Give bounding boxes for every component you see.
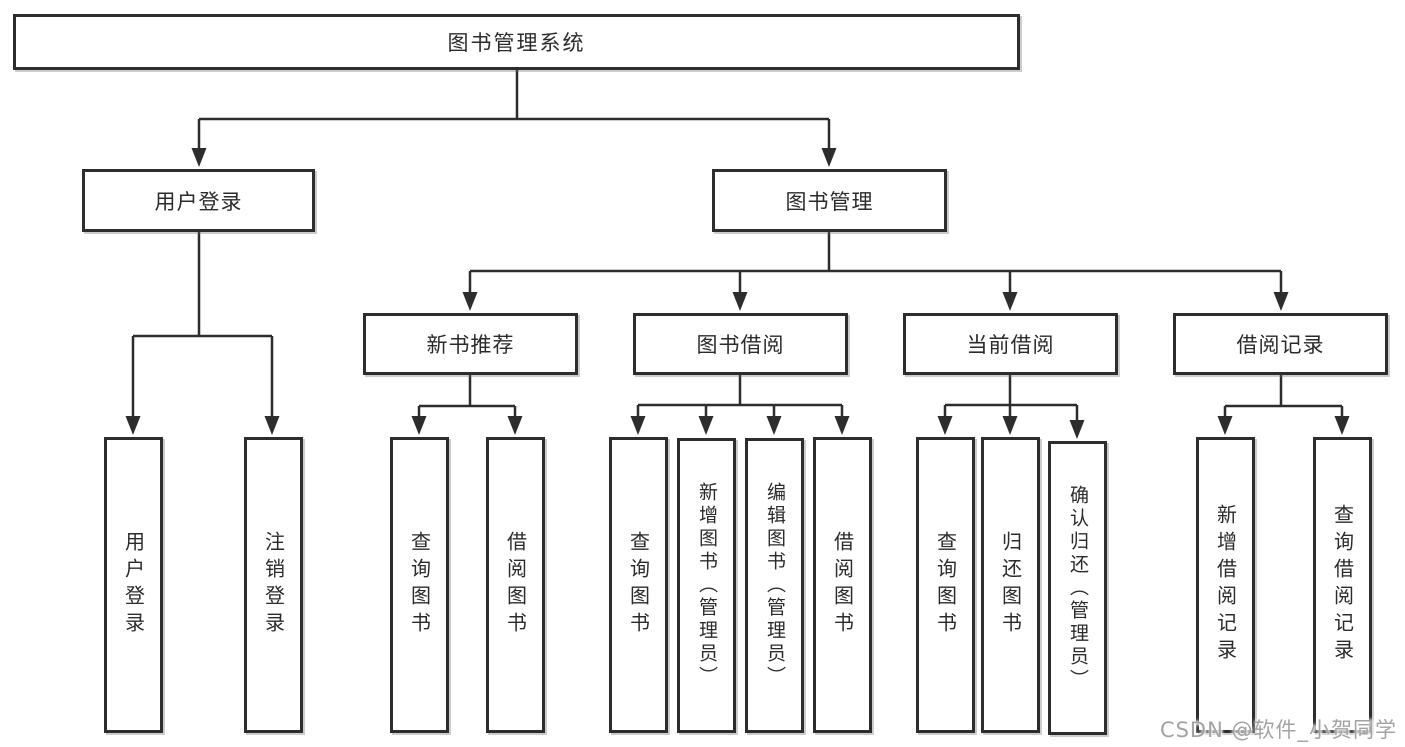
arrowhead bbox=[1217, 416, 1233, 435]
arrowhead bbox=[462, 292, 478, 311]
node-leaf-add-record: 新增借阅记录 bbox=[1196, 437, 1255, 733]
arrowhead bbox=[125, 416, 141, 435]
node-leaf-add-book: 新增图书（管理员） bbox=[677, 438, 736, 733]
arrowhead bbox=[264, 416, 280, 435]
node-leaf-rec-query-book: 查询图书 bbox=[390, 437, 449, 733]
node-leaf-borrow-query-book: 查询图书 bbox=[609, 437, 668, 733]
arrowhead bbox=[1273, 292, 1289, 311]
leaf-label: 用户登录 bbox=[121, 531, 146, 639]
node-new-book-rec: 新书推荐 bbox=[363, 313, 578, 375]
node-leaf-user-login: 用户登录 bbox=[104, 437, 163, 733]
node-leaf-query-record: 查询借阅记录 bbox=[1313, 437, 1372, 733]
leaf-label: 归还图书 bbox=[998, 531, 1023, 639]
arrowhead bbox=[732, 292, 748, 311]
arrowhead bbox=[1069, 420, 1085, 439]
leaf-label: 借阅图书 bbox=[830, 531, 855, 639]
arrowhead bbox=[766, 416, 782, 435]
leaf-label: 新增借阅记录 bbox=[1213, 504, 1238, 666]
node-leaf-current-query-book: 查询图书 bbox=[916, 437, 975, 733]
node-current-borrow: 当前借阅 bbox=[903, 313, 1118, 375]
arrowhead bbox=[507, 416, 523, 435]
node-book-borrow: 图书借阅 bbox=[633, 313, 848, 375]
arrowhead bbox=[411, 416, 427, 435]
leaf-label: 编辑图书（管理员） bbox=[764, 482, 786, 689]
arrowhead bbox=[1002, 416, 1018, 435]
arrowhead bbox=[1002, 292, 1018, 311]
watermark: CSDN @软件_小贺同学 bbox=[1159, 718, 1397, 742]
node-leaf-rec-borrow-book: 借阅图书 bbox=[486, 437, 545, 733]
leaf-label: 查询图书 bbox=[933, 531, 958, 639]
node-book-mgmt: 图书管理 bbox=[712, 169, 947, 232]
leaf-label: 新增图书（管理员） bbox=[696, 482, 718, 689]
arrowhead bbox=[834, 416, 850, 435]
node-root: 图书管理系统 bbox=[13, 14, 1020, 70]
node-leaf-borrow-borrow-book: 借阅图书 bbox=[813, 437, 872, 733]
node-leaf-logout: 注销登录 bbox=[244, 437, 303, 733]
arrowhead bbox=[630, 416, 646, 435]
arrowhead bbox=[821, 148, 837, 167]
node-borrow-records: 借阅记录 bbox=[1173, 313, 1388, 375]
leaf-label: 借阅图书 bbox=[503, 531, 528, 639]
arrowhead bbox=[937, 416, 953, 435]
leaf-label: 查询图书 bbox=[407, 531, 432, 639]
arrowhead bbox=[191, 148, 207, 167]
leaf-label: 确认归还（管理员） bbox=[1067, 484, 1089, 692]
node-leaf-confirm-return: 确认归还（管理员） bbox=[1048, 441, 1107, 735]
leaf-label: 查询图书 bbox=[626, 531, 651, 639]
node-user-login: 用户登录 bbox=[82, 169, 315, 232]
node-leaf-edit-book: 编辑图书（管理员） bbox=[745, 438, 804, 733]
arrowhead bbox=[698, 416, 714, 435]
leaf-label: 查询借阅记录 bbox=[1330, 504, 1355, 666]
node-leaf-return-book: 归还图书 bbox=[981, 437, 1040, 733]
arrowhead bbox=[1334, 416, 1350, 435]
leaf-label: 注销登录 bbox=[261, 531, 286, 639]
